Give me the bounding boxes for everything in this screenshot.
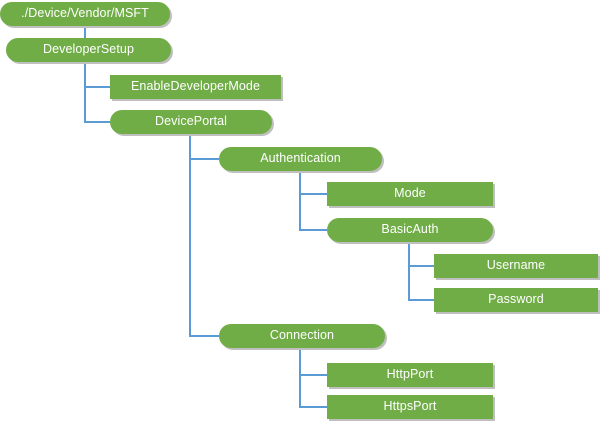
connector-connection-to-httpsport <box>299 348 327 408</box>
node-label-connection: Connection <box>269 328 335 343</box>
node-deviceportal[interactable]: DevicePortal <box>110 110 272 134</box>
node-username[interactable]: Username <box>434 254 598 278</box>
node-password[interactable]: Password <box>434 288 598 312</box>
node-authentication[interactable]: Authentication <box>219 147 382 171</box>
node-label-enabledevelopermode: EnableDeveloperMode <box>130 79 261 94</box>
node-label-authentication: Authentication <box>260 151 341 166</box>
node-label-basicauth: BasicAuth <box>381 222 439 237</box>
node-label-developersetup: DeveloperSetup <box>42 42 135 57</box>
node-label-httpport: HttpPort <box>386 367 434 382</box>
connector-deviceportal-to-authentication <box>189 134 219 160</box>
connector-basicauth-to-username <box>408 242 434 267</box>
node-connection[interactable]: Connection <box>219 324 385 348</box>
node-label-root: ./Device/Vendor/MSFT <box>21 6 149 21</box>
node-enabledevelopermode[interactable]: EnableDeveloperMode <box>110 75 281 99</box>
connector-deviceportal-to-connection <box>189 134 219 337</box>
node-label-deviceportal: DevicePortal <box>154 114 228 129</box>
connector-developersetup-to-enabledevelopermode <box>84 62 110 88</box>
node-label-password: Password <box>488 292 544 307</box>
connector-basicauth-to-password <box>408 242 434 301</box>
node-developersetup[interactable]: DeveloperSetup <box>6 38 171 62</box>
node-httpsport[interactable]: HttpsPort <box>327 395 493 419</box>
connector-connection-to-httpport <box>299 348 327 376</box>
node-httpport[interactable]: HttpPort <box>327 363 493 387</box>
connector-developersetup-to-deviceportal <box>84 62 110 123</box>
node-mode[interactable]: Mode <box>327 182 493 206</box>
connector-authentication-to-basicauth <box>299 171 327 231</box>
node-root[interactable]: ./Device/Vendor/MSFT <box>0 2 170 26</box>
node-label-username: Username <box>486 258 546 273</box>
node-label-mode: Mode <box>394 186 426 201</box>
node-basicauth[interactable]: BasicAuth <box>327 218 493 242</box>
connector-authentication-to-mode <box>299 171 327 195</box>
node-label-httpsport: HttpsPort <box>383 399 437 414</box>
